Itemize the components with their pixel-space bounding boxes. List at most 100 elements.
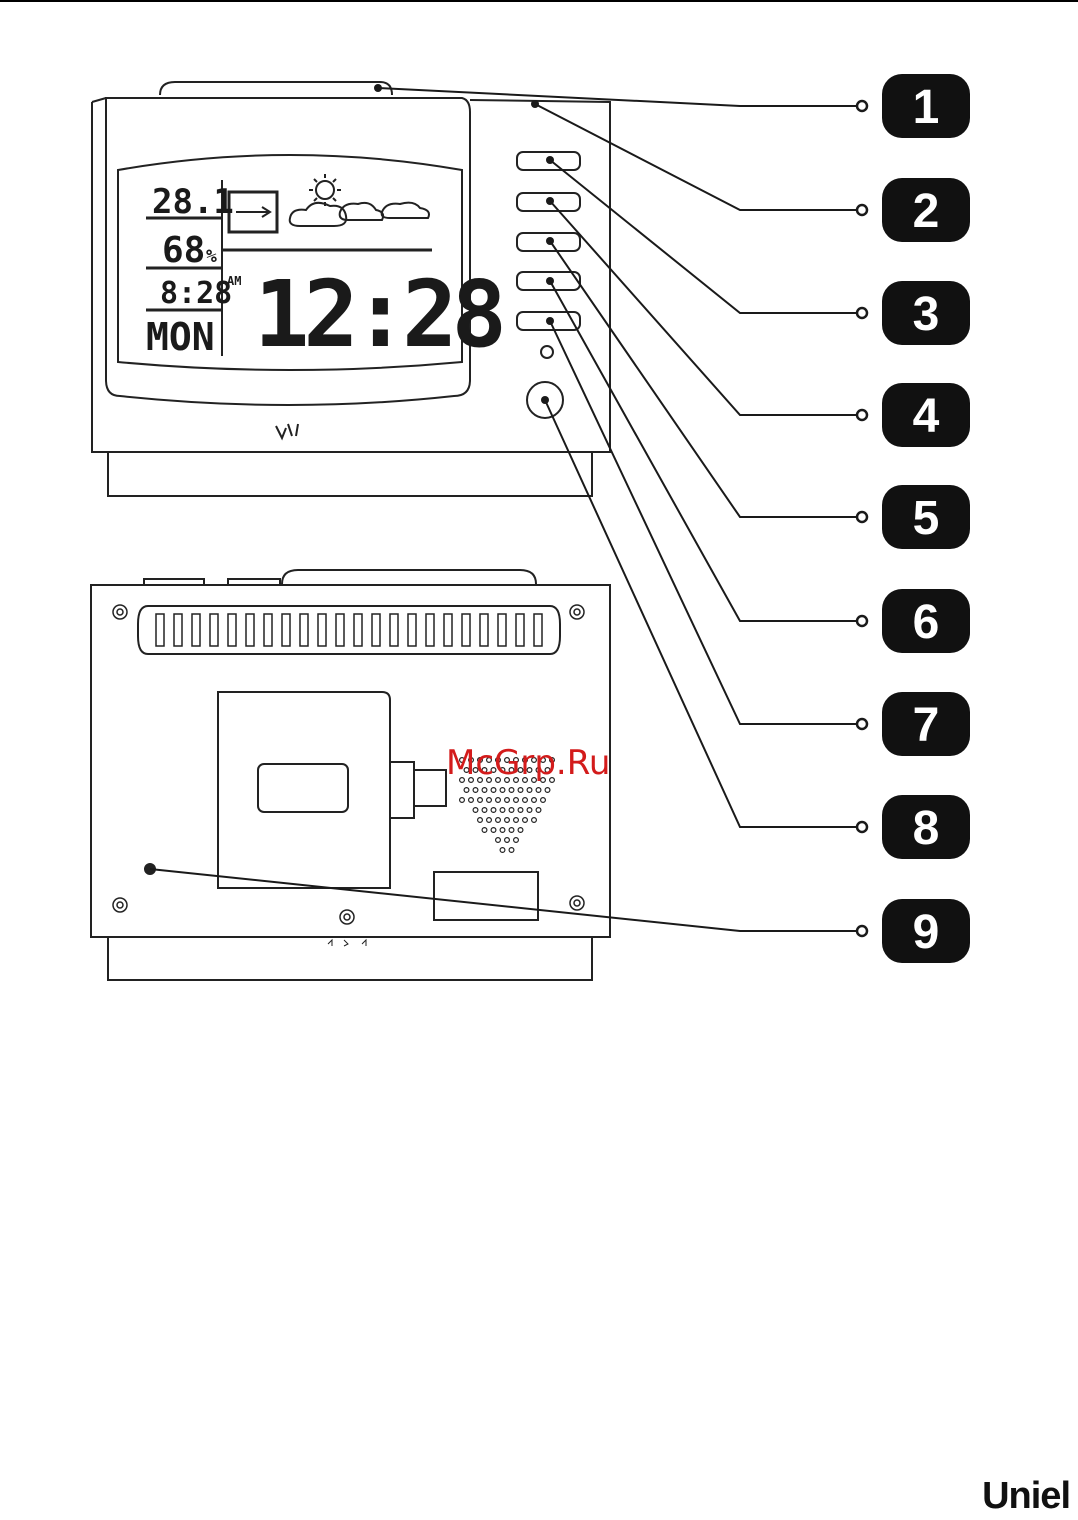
speaker-hole: [518, 828, 523, 833]
speaker-hole: [505, 798, 510, 803]
speaker-hole: [505, 818, 510, 823]
callout-dot: [857, 926, 867, 936]
speaker-hole: [473, 788, 478, 793]
callout-number: 4: [913, 390, 940, 443]
sun-rays: [309, 174, 341, 206]
callout-dot: [857, 719, 867, 729]
back-top-cap: [282, 570, 536, 584]
callout-number: 8: [913, 802, 940, 855]
cloud-icon: [290, 203, 347, 226]
callout-dot: [857, 512, 867, 522]
speaker-hole: [527, 808, 532, 813]
leader-line-9: [150, 869, 862, 931]
speaker-hole: [500, 788, 505, 793]
callout-dot: [857, 616, 867, 626]
vent-slot: [462, 614, 470, 646]
vent-slot: [300, 614, 308, 646]
speaker-hole: [541, 798, 546, 803]
label-plate: [434, 872, 538, 920]
back-base: [108, 937, 592, 980]
speaker-hole: [500, 848, 505, 853]
speaker-hole: [491, 828, 496, 833]
led-icon: [541, 346, 553, 358]
speaker-hole: [482, 828, 487, 833]
callout-badge: 7: [857, 692, 970, 756]
wave-logo-icon: [276, 424, 298, 438]
vent-slot: [264, 614, 272, 646]
vent-grille: [138, 606, 560, 654]
callout-badge: 4: [857, 383, 970, 447]
battery-cover[interactable]: [218, 692, 390, 888]
speaker-hole: [496, 838, 501, 843]
callout-badge: 8: [857, 795, 970, 859]
brand-logo: Uniel: [982, 1475, 1070, 1518]
speaker-hole: [487, 818, 492, 823]
callout-dot: [857, 308, 867, 318]
callout-badge: 2: [857, 178, 970, 242]
vent-slot: [246, 614, 254, 646]
vent-slot: [390, 614, 398, 646]
callout-number: 9: [913, 906, 940, 959]
callout-dot: [857, 101, 867, 111]
callout-dot: [857, 822, 867, 832]
vent-slot: [174, 614, 182, 646]
lcd-small-time: 8:28: [160, 276, 232, 311]
leader-line-3: [550, 160, 862, 313]
leader-lines: [150, 88, 862, 931]
lcd-humidity-unit: %: [206, 246, 217, 267]
speaker-hole: [532, 798, 537, 803]
lcd-humidity: 68: [162, 230, 205, 271]
speaker-hole: [518, 788, 523, 793]
leader-line-2: [535, 104, 862, 210]
speaker-hole: [478, 798, 483, 803]
speaker-hole: [536, 808, 541, 813]
speaker-hole: [491, 788, 496, 793]
vent-slot: [156, 614, 164, 646]
speaker-hole: [469, 798, 474, 803]
speaker-hole: [536, 788, 541, 793]
callout-badge: 1: [857, 74, 970, 138]
speaker-hole: [500, 828, 505, 833]
callout-badges: 123456789: [857, 74, 970, 963]
speaker-hole: [545, 788, 550, 793]
sun-icon: [316, 181, 334, 199]
vent-slot: [426, 614, 434, 646]
vent-slot: [282, 614, 290, 646]
speaker-hole: [473, 808, 478, 813]
vent-slot: [210, 614, 218, 646]
speaker-hole: [464, 788, 469, 793]
lcd-readouts: 28.1 68 % 8:28 MON AM 12:28: [146, 182, 502, 368]
callout-number: 7: [913, 699, 940, 752]
callout-badge: 9: [857, 899, 970, 963]
callout-dot: [857, 205, 867, 215]
leader-line-7: [550, 321, 862, 724]
callout-number: 2: [913, 185, 940, 238]
speaker-hole: [482, 788, 487, 793]
callout-number: 5: [913, 492, 940, 545]
vent-slot: [354, 614, 362, 646]
speaker-hole: [514, 798, 519, 803]
lcd-weekday: MON: [146, 315, 215, 359]
speaker-hole: [491, 808, 496, 813]
speaker-hole: [532, 818, 537, 823]
speaker-hole: [496, 798, 501, 803]
speaker-hole: [509, 788, 514, 793]
vent-slot: [498, 614, 506, 646]
speaker-hole: [509, 848, 514, 853]
speaker-hole: [460, 798, 465, 803]
speaker-hole: [509, 828, 514, 833]
vent-slot: [318, 614, 326, 646]
callout-number: 3: [913, 288, 940, 341]
vent-slot: [534, 614, 542, 646]
speaker-hole: [500, 808, 505, 813]
front-body-corner: [92, 98, 106, 102]
watermark-text: McGrp.Ru: [446, 743, 610, 783]
vent-slot: [444, 614, 452, 646]
top-cap: [160, 82, 392, 95]
vent-slot: [480, 614, 488, 646]
callout-number: 1: [913, 81, 940, 134]
speaker-hole: [496, 818, 501, 823]
vent-slot: [336, 614, 344, 646]
speaker-hole: [514, 838, 519, 843]
